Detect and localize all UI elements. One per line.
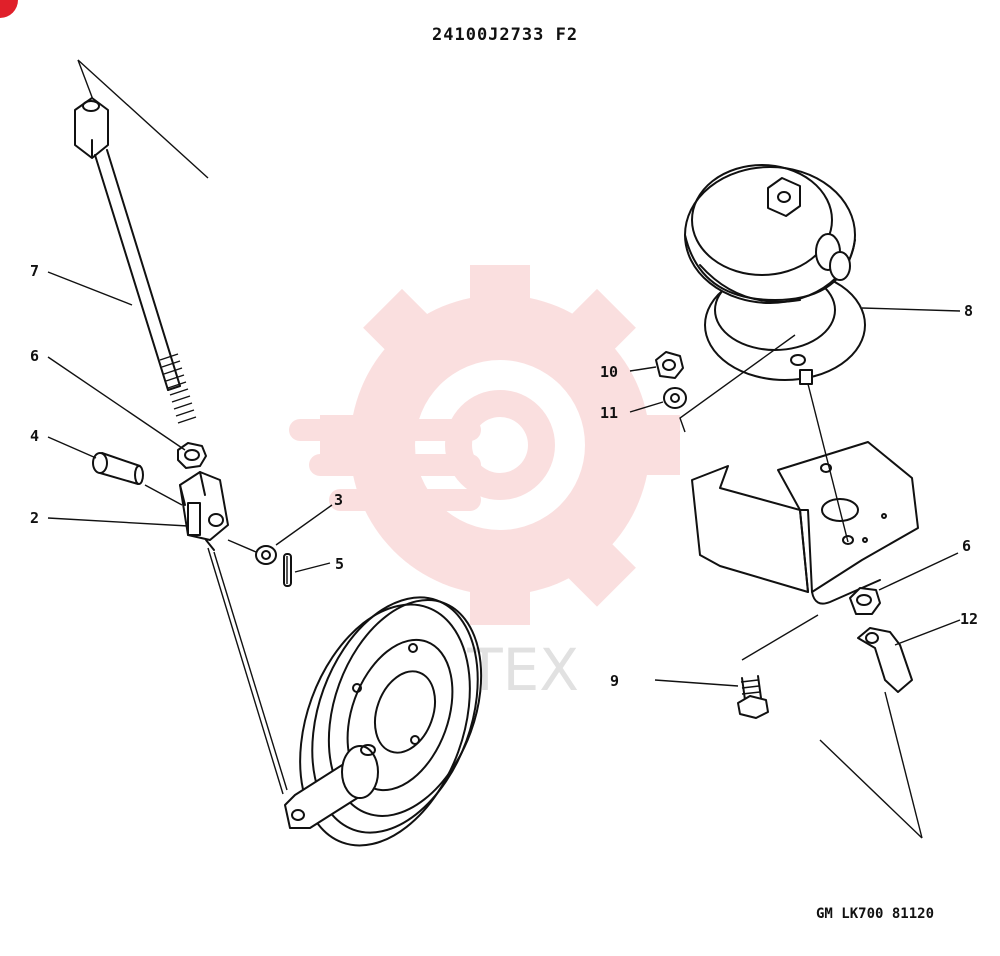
diagram-title: 24100J2733 F2 xyxy=(432,25,578,45)
callout-7: 7 xyxy=(30,262,39,280)
callout-5: 5 xyxy=(335,555,344,573)
part-pin xyxy=(92,452,183,506)
corner-badge xyxy=(0,0,18,18)
callout-6-right: 6 xyxy=(962,537,971,555)
part-actuator xyxy=(684,164,866,385)
callout-3: 3 xyxy=(334,491,343,509)
callout-8: 8 xyxy=(964,302,973,320)
footer-code: GM LK700 81120 xyxy=(816,906,934,922)
part-bracket xyxy=(691,441,919,605)
callout-11: 11 xyxy=(600,404,618,422)
part-washer-11 xyxy=(663,387,687,409)
callout-12: 12 xyxy=(960,610,978,628)
part-nut-left xyxy=(177,442,207,469)
part-pulley xyxy=(284,596,483,847)
callout-4: 4 xyxy=(30,427,39,445)
leader-line-top xyxy=(77,59,209,179)
part-washer xyxy=(227,539,277,565)
callout-10: 10 xyxy=(600,363,618,381)
part-bolt xyxy=(737,675,769,719)
part-nut-right xyxy=(849,587,881,615)
part-cotter-pin xyxy=(283,553,292,587)
part-clevis xyxy=(179,471,229,551)
callout-2: 2 xyxy=(30,509,39,527)
callout-9: 9 xyxy=(610,672,619,690)
part-rod xyxy=(74,97,197,424)
callout-6-left: 6 xyxy=(30,347,39,365)
watermark-logo xyxy=(289,265,680,625)
part-clip xyxy=(857,627,913,693)
part-nut-10 xyxy=(655,351,684,379)
